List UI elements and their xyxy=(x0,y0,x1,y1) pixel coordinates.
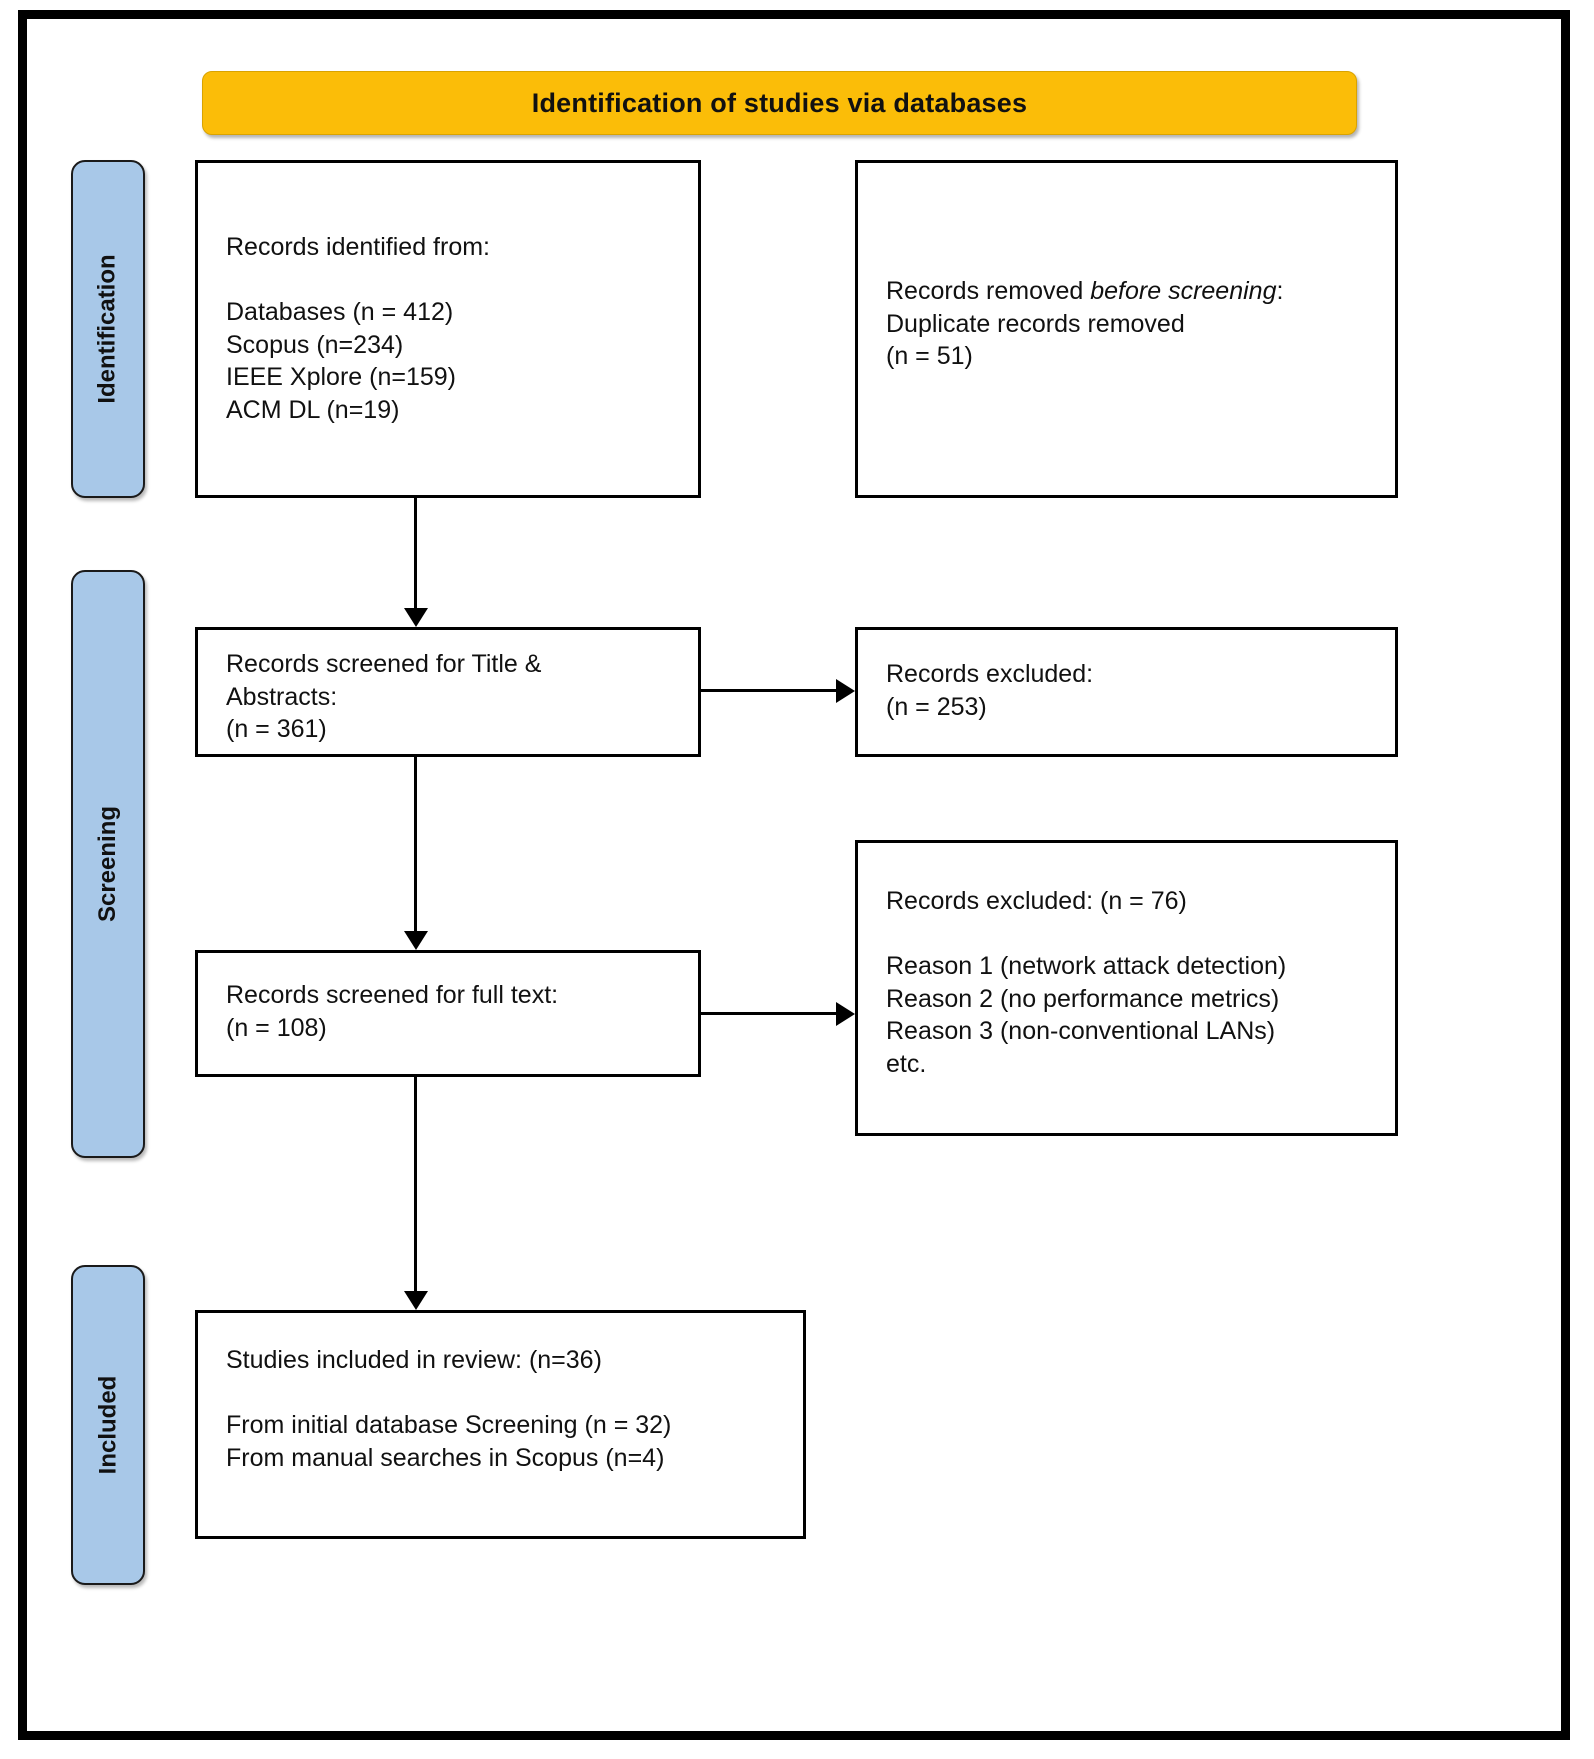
arrow-down-icon-fulltext-to-included xyxy=(404,1291,428,1310)
records-excluded-title-abstract-box: Records excluded: (n = 253) xyxy=(855,627,1398,757)
records-excluded-full-text-box: Records excluded: (n = 76) Reason 1 (net… xyxy=(855,840,1398,1136)
records-removed-line1-plain: Records removed xyxy=(886,277,1091,305)
records-screened-title-abstract-text: Records screened for Title & Abstracts: … xyxy=(226,650,542,743)
records-removed-line1-tail: : xyxy=(1276,277,1284,305)
connector-fulltext-to-included xyxy=(414,1077,417,1291)
records-removed-line2: Duplicate records removed xyxy=(886,309,1185,338)
records-identified-box: Records identified from: Databases (n = … xyxy=(195,160,701,498)
diagram-frame: Identification of studies via databases … xyxy=(18,10,1570,1740)
stage-tab-included: Included xyxy=(71,1265,145,1585)
stage-label-identification: Identification xyxy=(94,254,121,404)
connector-screened-to-excluded1 xyxy=(701,689,836,692)
header-title: Identification of studies via databases xyxy=(531,87,1028,118)
connector-fulltext-to-excluded2 xyxy=(701,1012,836,1015)
arrow-down-icon-identified-to-screened xyxy=(404,608,428,627)
studies-included-text: Studies included in review: (n=36) From … xyxy=(226,1346,672,1472)
records-removed-text: Records removed before screening: Duplic… xyxy=(886,275,1381,373)
arrow-right-icon-screened-to-excluded1 xyxy=(836,679,855,703)
records-removed-box: Records removed before screening: Duplic… xyxy=(855,160,1398,498)
records-screened-full-text-box: Records screened for full text: (n = 108… xyxy=(195,950,701,1077)
stage-label-included: Included xyxy=(94,1375,122,1475)
connector-screened-to-fulltext xyxy=(414,757,417,931)
records-removed-line1-italic: before screening xyxy=(1090,277,1277,305)
records-excluded-title-abstract-text: Records excluded: (n = 253) xyxy=(886,660,1094,721)
studies-included-box: Studies included in review: (n=36) From … xyxy=(195,1310,806,1539)
records-removed-line3: (n = 51) xyxy=(886,342,973,370)
identification-header-banner: Identification of studies via databases xyxy=(202,71,1357,135)
records-screened-full-text-text: Records screened for full text: (n = 108… xyxy=(226,981,559,1042)
stage-label-screening: Screening xyxy=(94,805,122,923)
stage-tab-identification: Identification xyxy=(71,160,145,498)
records-excluded-full-text-text: Records excluded: (n = 76) Reason 1 (net… xyxy=(886,887,1287,1078)
records-identified-text: Records identified from: Databases (n = … xyxy=(226,233,491,424)
records-screened-title-abstract-box: Records screened for Title & Abstracts: … xyxy=(195,627,701,757)
connector-identified-to-screened xyxy=(414,498,417,608)
arrow-right-icon-fulltext-to-excluded2 xyxy=(836,1002,855,1026)
arrow-down-icon-screened-to-fulltext xyxy=(404,931,428,950)
stage-tab-screening: Screening xyxy=(71,570,145,1158)
